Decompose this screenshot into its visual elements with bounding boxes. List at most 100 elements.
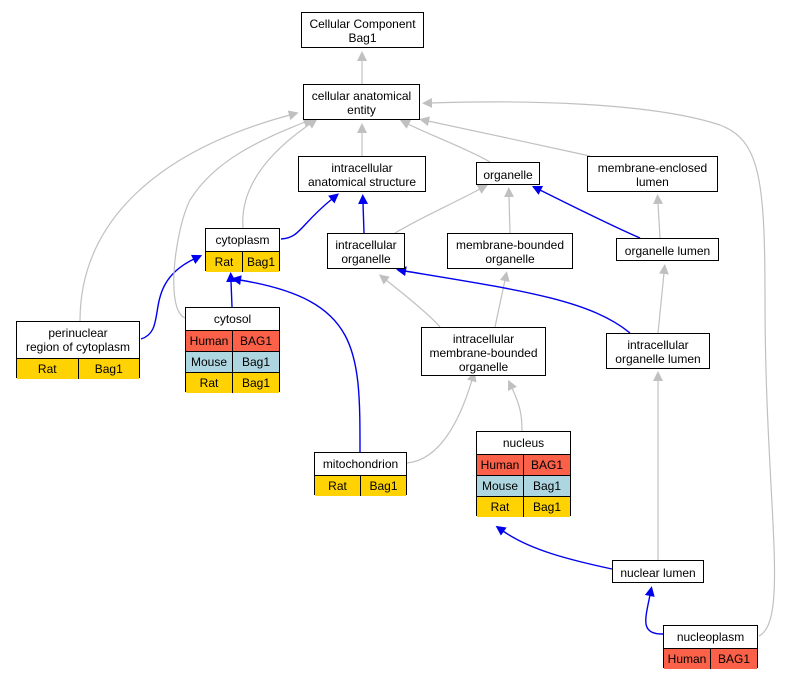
gene-cell: Bag1 — [523, 497, 570, 517]
species-cell: Mouse — [477, 476, 523, 496]
node-title: organelle — [477, 163, 539, 186]
edge-mel-to-cae — [419, 116, 591, 157]
species-cell: Rat — [17, 359, 78, 379]
gene-cell: BAG1 — [523, 455, 570, 475]
edge-organelle-to-cae — [399, 119, 491, 163]
node-title-line: entity — [347, 103, 376, 117]
gene-cell: Bag1 — [232, 352, 279, 372]
node-title: cytoplasm — [206, 229, 279, 251]
edge-ol-to-mel — [653, 194, 664, 239]
node-title: nucleus — [477, 432, 570, 454]
edge-nlumen-to-nucleus — [495, 525, 613, 570]
node-title-line: cytoplasm — [215, 233, 270, 247]
gene-cell: BAG1 — [710, 649, 757, 669]
node-title-line: lumen — [636, 175, 669, 189]
edge-iol-to-ol — [657, 264, 669, 334]
species-cell: Mouse — [186, 352, 232, 372]
node-title-line: organelle — [458, 359, 509, 374]
gene-cell: Bag1 — [232, 373, 279, 393]
species-cell: Rat — [315, 476, 360, 496]
node-title-line: perinuclear — [48, 326, 108, 340]
node-title: nuclear lumen — [613, 561, 703, 584]
edge-cytoplasm-to-cae — [242, 118, 318, 229]
node-title-line: intracellular — [331, 161, 393, 175]
node-title: cytosol — [186, 308, 279, 330]
gene-cell: Bag1 — [242, 252, 279, 272]
node-title-line: organelle — [341, 252, 391, 266]
edge-io-to-ias — [358, 194, 369, 234]
edge-cytoplasm-to-ias — [280, 193, 339, 240]
node-title-line: membrane-enclosed — [597, 161, 708, 175]
edge-nucleoplasm-to-nlumen — [644, 586, 664, 635]
node-title-line: membrane-bounded — [455, 238, 565, 252]
edge-nucleus-to-imbo — [507, 379, 523, 432]
species-cell: Rat — [186, 373, 232, 393]
node-nlumen[interactable]: nuclear lumen — [612, 560, 704, 583]
species-cell: Rat — [477, 497, 523, 517]
gene-cell: Bag1 — [77, 359, 139, 379]
species-cell: Human — [186, 331, 232, 351]
node-title-line: organelle — [483, 167, 533, 182]
gene-cell: Bag1 — [523, 476, 570, 496]
node-ol[interactable]: organelle lumen — [616, 238, 719, 261]
species-cell: Human — [664, 649, 710, 669]
node-title-line: Bag1 — [348, 31, 377, 45]
edge-nucleoplasm-to-cae — [422, 97, 776, 637]
node-title-line: nucleoplasm — [676, 630, 745, 644]
gene-cell: BAG1 — [232, 331, 279, 351]
species-cell: Human — [477, 455, 523, 475]
node-title: nucleoplasm — [664, 626, 757, 648]
node-title-line: nuclear lumen — [620, 565, 696, 580]
edge-cytosol-to-cytoplasm — [226, 272, 237, 308]
edge-mito-to-imbo — [406, 371, 477, 464]
node-title-line: organelle lumen — [624, 243, 711, 258]
node-title-line: intracellular — [335, 238, 397, 252]
node-title-line: region of cytoplasm — [25, 340, 131, 354]
node-title-line: Cellular Component — [309, 17, 416, 31]
edge-mito-to-cytoplasm — [231, 275, 361, 453]
gene-cell: Bag1 — [360, 476, 406, 496]
node-title-line: cellular anatomical — [311, 89, 412, 103]
edge-io-to-organelle — [394, 184, 488, 234]
node-title-line: organelle — [485, 252, 535, 266]
edge-perinuclear-to-cytoplasm — [140, 254, 203, 340]
node-title-line: membrane-bounded — [429, 345, 538, 360]
node-organelle[interactable]: organelle — [476, 162, 540, 185]
node-title-line: intracellular — [627, 338, 689, 352]
node-title-line: mitochondrion — [322, 457, 399, 471]
node-title-line: anatomical structure — [307, 175, 417, 189]
edge-imbo-to-io — [378, 274, 441, 328]
node-title: organelle lumen — [617, 239, 718, 262]
